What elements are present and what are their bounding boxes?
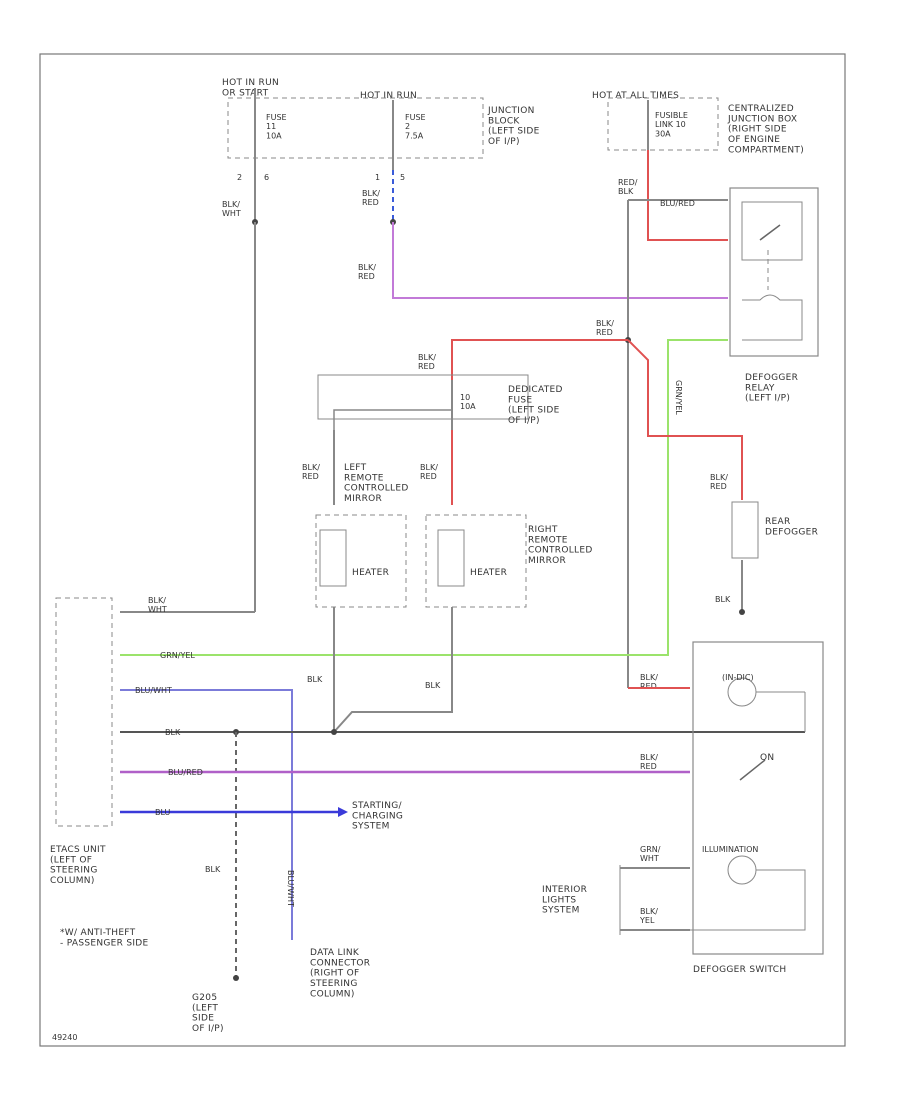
wire-label-blk-wht-1: BLK/WHT (222, 200, 241, 218)
svg-text:BLK: BLK (715, 595, 731, 604)
wire-label-grn-yel-vert: GRN/YEL (674, 380, 683, 415)
defogger-switch-label: DEFOGGER SWITCH (693, 965, 786, 975)
wire-label-red-blk: RED/BLK (618, 178, 638, 196)
wire-blk-red-purple (392, 222, 728, 299)
svg-text:2: 2 (237, 173, 242, 182)
svg-text:BLK/WHT: BLK/WHT (148, 596, 167, 614)
wire-label-blk-red-3: BLK/RED (418, 353, 436, 371)
svg-text:BLK/RED: BLK/RED (640, 753, 658, 771)
illumination-label: ILLUMINATION (702, 845, 758, 854)
wire-blu-wht (120, 689, 293, 940)
anti-theft-label: *W/ ANTI-THEFT- PASSENGER SIDE (60, 928, 149, 948)
svg-text:BLK/RED: BLK/RED (358, 263, 376, 281)
wire-red-to-relay (647, 150, 728, 241)
wire-red-to-fuse (451, 339, 628, 380)
svg-text:BLK/RED: BLK/RED (640, 673, 658, 691)
wire-label-grn-wht: GRN/WHT (640, 845, 661, 863)
wire-grn-yel (120, 339, 728, 656)
hot-at-all-times-label: HOT AT ALL TIMES (592, 91, 679, 101)
wire-label-blk-main: BLK (165, 728, 181, 737)
wire-label-blk-red-4: BLK/RED (710, 473, 728, 491)
svg-text:BLK: BLK (425, 681, 441, 690)
diagram-border (39, 53, 846, 1047)
svg-text:BLU/WHT: BLU/WHT (286, 870, 295, 907)
wire-label-blu: BLU (155, 808, 171, 817)
svg-text:6: 6 (264, 173, 269, 182)
svg-text:BLU/RED: BLU/RED (660, 199, 695, 208)
footer-code: 49240 (52, 1033, 77, 1042)
junction-block-box (227, 97, 484, 159)
wire-label-blk-red-1: BLK/RED (362, 189, 380, 207)
wire-label-blu-red: BLU/RED (168, 768, 203, 777)
on-label: ON (760, 753, 774, 763)
wire-label-blu-wht: BLU/WHT (135, 686, 172, 695)
wire-red-to-defogger (627, 339, 743, 500)
right-heater-label: HEATER (470, 568, 507, 578)
right-mirror-heater-box (425, 514, 527, 608)
svg-text:BLK/RED: BLK/RED (302, 463, 320, 481)
left-mirror-heater-box (315, 514, 407, 608)
svg-text:5: 5 (400, 173, 405, 182)
etacs-unit-box (55, 597, 113, 827)
svg-text:BLK: BLK (307, 675, 323, 684)
left-heater-label: HEATER (352, 568, 389, 578)
svg-text:BLK: BLK (205, 865, 221, 874)
svg-text:1: 1 (375, 173, 380, 182)
centralized-junction-box (607, 97, 719, 151)
dedicated-fuse-box (317, 374, 529, 420)
hot-in-run-label: HOT IN RUN (360, 91, 417, 101)
defogger-relay-box (729, 187, 819, 357)
wire-label-blk-red-2: BLK/RED (596, 319, 614, 337)
indicator-label: (IN-DIC) (722, 673, 754, 682)
svg-text:BLK/RED: BLK/RED (420, 463, 438, 481)
wire-label-grn-yel: GRN/YEL (160, 651, 195, 660)
wire-label-blk-yel: BLK/YEL (639, 907, 658, 925)
defogger-switch-box (692, 641, 824, 955)
